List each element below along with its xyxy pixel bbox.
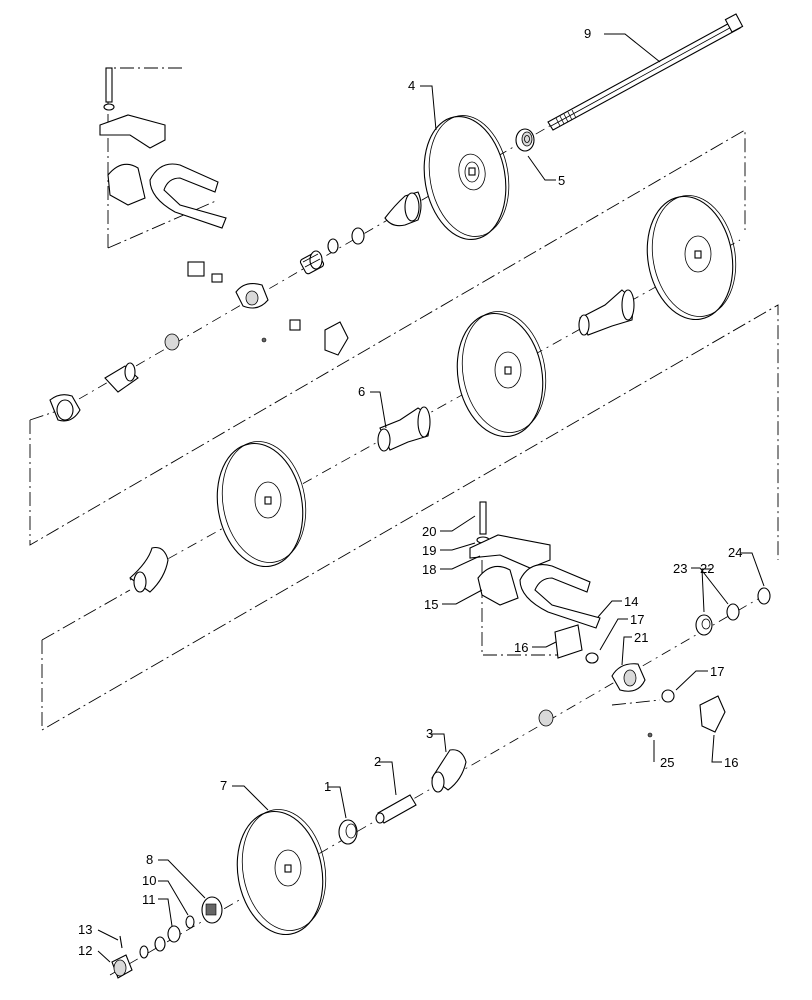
assembly-outlines <box>29 67 779 731</box>
spool-upper <box>384 191 422 227</box>
callout-15: 15 <box>424 597 438 612</box>
upper-bracket-outline <box>107 67 182 248</box>
callout-20: 20 <box>422 524 436 539</box>
middle-gang-outline-b <box>41 589 131 641</box>
callout-4: 4 <box>408 78 415 93</box>
disc-upper-right <box>646 195 737 321</box>
callout-10: 10 <box>142 873 156 888</box>
disc-part-4 <box>423 115 510 241</box>
disc-left-middle <box>216 441 307 568</box>
callout-labels: 9 4 5 6 20 19 18 15 14 16 17 21 22 23 24… <box>78 26 742 958</box>
middle-gang-outline <box>41 304 779 731</box>
callout-19: 19 <box>422 543 436 558</box>
spool-upper-right <box>578 289 635 336</box>
callout-1: 1 <box>324 779 331 794</box>
callout-9: 9 <box>584 26 591 41</box>
disc-part-7 <box>236 809 327 936</box>
callout-18: 18 <box>422 562 436 577</box>
end-hardware-lower <box>111 896 223 979</box>
callout-5: 5 <box>558 173 565 188</box>
snap-rings-upper <box>327 227 365 254</box>
bearing-upper <box>299 250 325 275</box>
callout-13: 13 <box>78 922 92 937</box>
bracket-assembly-upper <box>99 67 349 356</box>
end-washer-part-5 <box>515 128 535 152</box>
callout-7: 7 <box>220 778 227 793</box>
bell-left-middle <box>129 546 169 593</box>
bracket-assembly-lower <box>469 501 771 738</box>
callout-12: 12 <box>78 943 92 958</box>
callout-8: 8 <box>146 852 153 867</box>
callout-3: 3 <box>426 726 433 741</box>
callout-14: 14 <box>624 594 638 609</box>
leader-lines <box>97 33 765 963</box>
lower-bearing-outline <box>611 699 661 706</box>
callout-21: 21 <box>634 630 648 645</box>
callout-25: 25 <box>660 755 674 770</box>
callout-16-upper: 16 <box>514 640 528 655</box>
disc-middle <box>456 311 547 438</box>
callout-17-lower: 17 <box>710 664 724 679</box>
upper-left-parts <box>49 333 180 422</box>
callout-11: 11 <box>142 892 156 907</box>
callout-17-upper: 17 <box>630 612 644 627</box>
spool-part-6 <box>377 406 431 452</box>
callout-2: 2 <box>374 754 381 769</box>
lower-gang-parts <box>338 749 467 845</box>
callout-23: 23 <box>673 561 687 576</box>
callout-24: 24 <box>728 545 742 560</box>
shaft-part-9 <box>547 13 744 131</box>
callout-6: 6 <box>358 384 365 399</box>
callout-22: 22 <box>700 561 714 576</box>
upper-gang-outline <box>29 129 746 546</box>
callout-16-lower: 16 <box>724 755 738 770</box>
upper-bracket-outline-b <box>107 199 219 249</box>
